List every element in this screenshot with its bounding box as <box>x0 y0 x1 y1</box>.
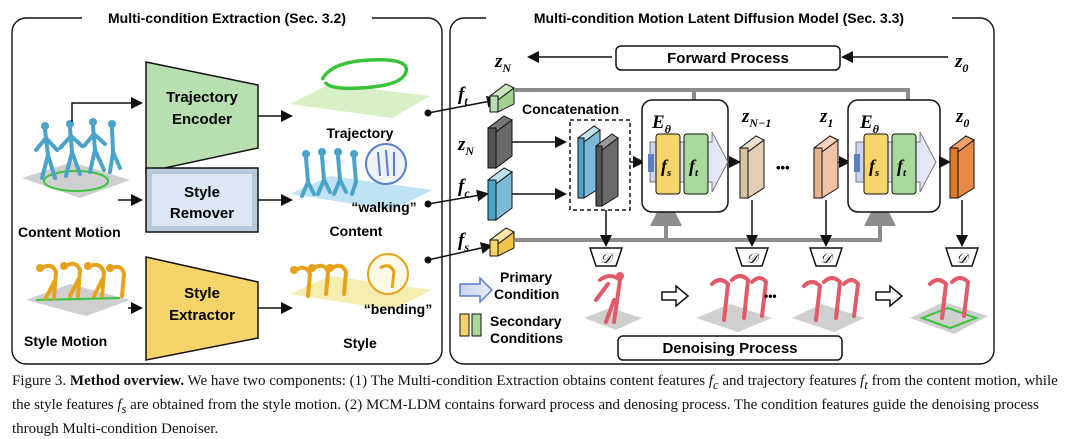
caption-bold: Method overview. <box>69 373 185 389</box>
content-motion-label: Content Motion <box>18 224 121 240</box>
decoder-4: 𝒟 <box>944 247 980 267</box>
style-remover-line1: Style <box>184 184 220 201</box>
svg-text:fs: fs <box>869 156 879 179</box>
fs-symbol: fs <box>458 230 469 254</box>
walking-quote: “walking” <box>351 199 416 215</box>
caption-text: We have two components: (1) The Multi-co… <box>12 373 1058 437</box>
arrow-hollow-2 <box>875 284 904 308</box>
output-motion-2 <box>696 274 772 332</box>
content-feature-tile <box>290 143 432 210</box>
legend-secondary-icon <box>459 313 482 337</box>
style-extractor-line2: Extractor <box>169 307 235 324</box>
style-extractor-line1: Style <box>184 285 220 302</box>
decoder-3: 𝒟 <box>808 247 844 267</box>
zN-symbol: zN <box>457 134 475 158</box>
bending-quote: “bending” <box>364 301 432 317</box>
legend-primary-line1: Primary <box>500 269 552 285</box>
denoising-process-label: Denoising Process <box>662 340 797 357</box>
style-motion-figure <box>26 261 130 316</box>
ellipsis-2: ••• <box>764 289 777 303</box>
z1-symbol: z1 <box>819 106 833 130</box>
ft-symbol: ft <box>458 84 468 108</box>
concat-stack <box>577 125 619 207</box>
zN-1-slab <box>739 135 765 199</box>
zN-1-symbol: zN−1 <box>741 106 771 130</box>
style-extractor-block <box>145 256 259 361</box>
zN-slab <box>487 115 513 169</box>
ft-slab <box>489 83 515 113</box>
ft-box-1 <box>683 133 709 195</box>
content-motion-figure <box>22 118 130 198</box>
fc-symbol: fc <box>458 176 470 200</box>
z0-top-symbol: z0 <box>954 51 968 75</box>
ft-box-2 <box>891 133 917 195</box>
svg-text:ft: ft <box>689 156 699 179</box>
arrow-content-to-traj-encoder <box>71 97 143 122</box>
output-motion-3 <box>792 276 864 332</box>
arrow-hollow-1 <box>661 284 690 308</box>
svg-text:fs: fs <box>661 156 671 179</box>
z0-out-symbol: z0 <box>955 106 969 130</box>
legend-secondary-line1: Secondary <box>490 313 562 329</box>
style-feature-tile <box>290 253 432 310</box>
decoder-2: 𝒟 <box>734 247 770 267</box>
style-remover-line2: Remover <box>170 205 234 222</box>
fc-slab <box>487 167 513 221</box>
decoders <box>600 200 968 247</box>
output-motion-4 <box>910 276 988 334</box>
fs-box-2 <box>863 133 889 195</box>
fs-box-1 <box>655 133 681 195</box>
E-theta-1: Eθ <box>651 112 672 136</box>
svg-text:𝒟: 𝒟 <box>600 252 614 267</box>
left-panel-title: Multi-condition Extraction (Sec. 3.2) <box>108 10 346 26</box>
ellipsis-1: ••• <box>776 160 790 175</box>
concatenation-box <box>569 119 631 211</box>
fs-slab <box>489 227 515 257</box>
forward-process-box <box>615 45 841 71</box>
trajectory-encoder-line1: Trajectory <box>166 89 238 106</box>
svg-text:ft: ft <box>897 156 907 179</box>
trajectory-encoder-block <box>145 61 259 173</box>
output-motion-1 <box>584 272 642 330</box>
decoder-1: 𝒟 <box>588 247 624 267</box>
caption-prefix: Figure 3. <box>12 373 67 389</box>
forward-process-label: Forward Process <box>667 50 789 67</box>
style-label: Style <box>343 335 377 351</box>
zN-top-symbol: zN <box>494 51 512 75</box>
svg-text:𝒟: 𝒟 <box>820 252 834 267</box>
denoising-process-box <box>617 335 843 361</box>
legend-primary-line2: Condition <box>494 286 559 302</box>
style-motion-label: Style Motion <box>24 333 107 349</box>
svg-text:𝒟: 𝒟 <box>956 252 970 267</box>
E-theta-2: Eθ <box>859 112 880 136</box>
content-label: Content <box>330 223 383 239</box>
trajectory-label: Trajectory <box>327 125 394 141</box>
cross-panel-connectors <box>424 95 499 264</box>
figure-caption: Figure 3. Method overview. We have two c… <box>12 371 1064 439</box>
svg-text:𝒟: 𝒟 <box>746 252 760 267</box>
right-panel-title: Multi-condition Motion Latent Diffusion … <box>534 10 904 26</box>
legend-secondary-line2: Conditions <box>490 330 563 346</box>
trajectory-feature-tile <box>290 58 430 118</box>
concatenation-label: Concatenation <box>522 101 619 117</box>
z0-slab <box>949 135 975 199</box>
legend-primary-icon <box>459 276 494 304</box>
z1-slab <box>813 135 839 199</box>
trajectory-encoder-line2: Encoder <box>172 111 232 128</box>
